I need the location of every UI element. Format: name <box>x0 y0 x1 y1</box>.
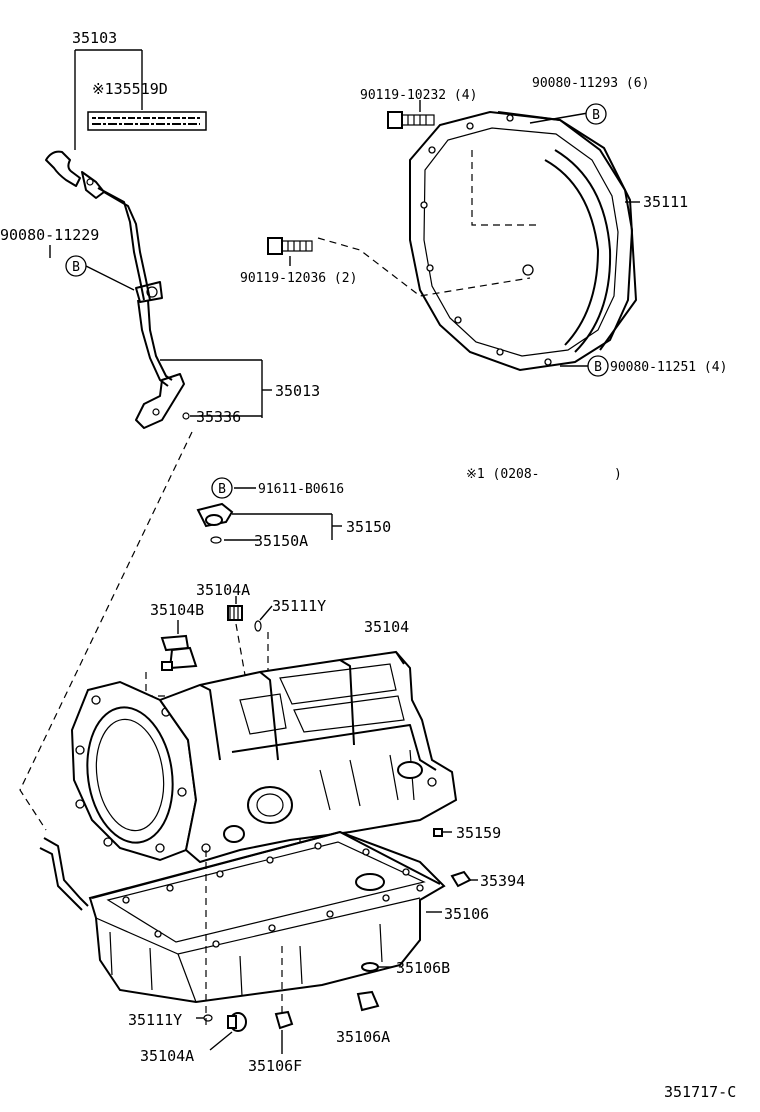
tube-clip <box>135 281 163 303</box>
label-90080-11293: 90080-11293 (6) <box>532 76 649 91</box>
transmission-case <box>70 650 458 864</box>
o-ring-35336 <box>182 412 190 420</box>
svg-text:B: B <box>592 108 600 123</box>
circle-b-marker: B <box>65 255 87 277</box>
label-90119-10232: 90119-10232 (4) <box>360 88 477 103</box>
label-35013: 35013 <box>275 382 320 400</box>
note-1-close: ) <box>614 467 622 482</box>
label-plate-text-marks <box>92 117 200 125</box>
oil-pan <box>88 830 446 1030</box>
label-35159: 35159 <box>456 824 501 842</box>
lower-tube-end <box>43 837 89 907</box>
figure-id: 351717-C <box>664 1083 736 1101</box>
small-parts-lower <box>196 828 478 1054</box>
svg-text:B: B <box>218 482 226 497</box>
label-35104a-top: 35104A <box>196 581 250 599</box>
pan-bolt-holes <box>122 842 424 948</box>
label-35111y-top: 35111Y <box>272 597 326 615</box>
tube-bracket <box>135 373 185 429</box>
label-35111: 35111 <box>643 193 688 211</box>
label-90080-11251: 90080-11251 (4) <box>610 360 727 375</box>
note-1: ※1 (0208- <box>466 467 540 482</box>
label-35106b: 35106B <box>396 959 450 977</box>
label-35106: 35106 <box>444 905 489 923</box>
circle-b-marker: B <box>585 103 607 125</box>
label-35104: 35104 <box>364 618 409 636</box>
label-35150a: 35150A <box>254 532 308 550</box>
label-35394: 35394 <box>480 872 525 890</box>
bolt-90119-10232 <box>387 100 435 129</box>
bell-bolt-holes <box>75 695 187 853</box>
label-91611-b0616: 91611-B0616 <box>258 482 344 497</box>
label-35106a: 35106A <box>336 1028 390 1046</box>
label-90080-11229: 90080-11229 <box>0 226 99 244</box>
dipstick-stem <box>103 191 151 301</box>
label-135519d: ※135519D <box>92 80 168 98</box>
svg-text:B: B <box>72 260 80 275</box>
housing-bolt-holes <box>420 114 552 366</box>
label-35336: 35336 <box>196 408 241 426</box>
label-35106f: 35106F <box>248 1057 302 1075</box>
sensor-35150 <box>196 487 342 544</box>
bolt-90119-12036 <box>267 237 313 266</box>
transmission-housing <box>317 110 640 372</box>
dipstick-assembly <box>19 49 272 911</box>
svg-text:B: B <box>594 360 602 375</box>
label-35103: 35103 <box>72 29 117 47</box>
circle-b-marker: B <box>587 355 609 377</box>
circle-b-marker: B <box>211 477 233 499</box>
label-35104b: 35104B <box>150 601 204 619</box>
label-35150: 35150 <box>346 518 391 536</box>
warning-label-plate <box>87 111 207 131</box>
label-90119-12036: 90119-12036 (2) <box>240 271 357 286</box>
label-35104a-bottom: 35104A <box>140 1047 194 1065</box>
label-35111y-bottom: 35111Y <box>128 1011 182 1029</box>
dipstick-handle <box>45 150 81 187</box>
